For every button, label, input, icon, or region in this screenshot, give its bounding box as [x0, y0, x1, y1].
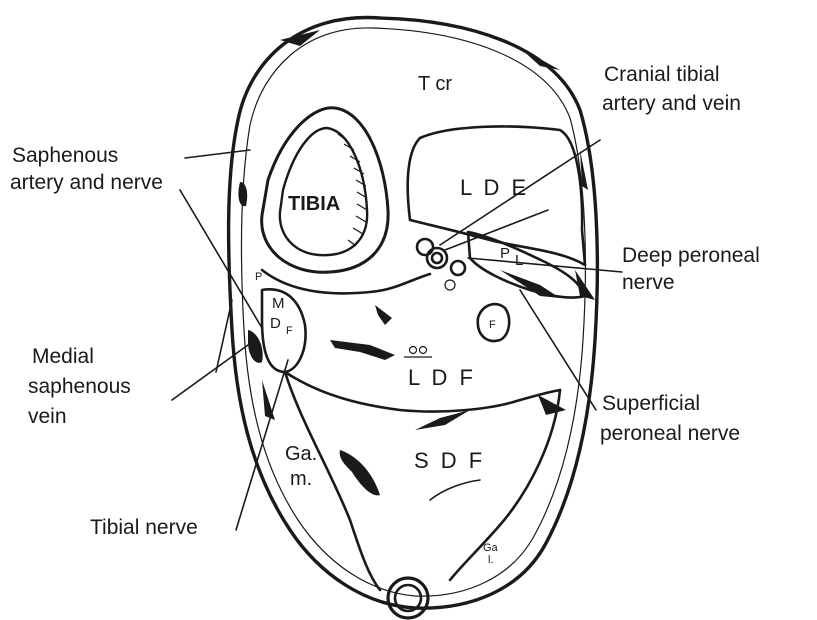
leader-medial-extra: [216, 300, 232, 372]
intermuscular-dark: [330, 340, 395, 360]
label-saphenous-line1: Saphenous: [12, 144, 118, 167]
leader-cranial-tibial-2: [445, 210, 548, 250]
label-superficial-peroneal-line1: Superficial: [602, 392, 700, 415]
label-gam-1: Ga.: [285, 443, 317, 465]
leader-saphenous-2: [180, 190, 262, 328]
cranial-tibial-vessel: [451, 261, 465, 275]
label-ldf: L D F: [408, 365, 476, 390]
label-deep-peroneal-line1: Deep peroneal: [622, 244, 760, 267]
label-mdf-m: M: [272, 295, 285, 312]
intermuscular-dark: [375, 305, 392, 325]
intermuscular-dark: [238, 182, 247, 206]
cranial-tibial-vessel: [432, 253, 442, 263]
label-saphenous-line2: artery and nerve: [10, 171, 163, 194]
cranial-tibial-vessel: [445, 280, 455, 290]
label-medial-saphenous-line3: vein: [28, 405, 67, 428]
tibia-inner: [280, 128, 367, 255]
label-cranial-tibial-line1: Cranial tibial: [604, 63, 720, 86]
label-medial-saphenous-line2: saphenous: [28, 375, 131, 398]
label-gal-1: Ga: [483, 542, 499, 554]
label-p-small: P: [255, 271, 262, 283]
label-lde: L D E: [460, 175, 529, 200]
sdf-inner-curve: [430, 480, 480, 500]
label-tibia: TIBIA: [288, 193, 340, 215]
label-pl-l: L: [515, 252, 523, 269]
label-mdf-d: D: [270, 315, 281, 332]
label-pl-p: P: [500, 245, 510, 262]
ldf-vessel: [410, 347, 417, 354]
label-tibial-nerve: Tibial nerve: [90, 516, 198, 539]
intermuscular-dark: [340, 450, 380, 495]
intermuscular-dark: [500, 270, 560, 298]
cranial-tibial-vessel: [417, 239, 433, 255]
intermuscular-dark: [248, 330, 263, 363]
sdf-gal-boundary: [450, 390, 560, 580]
intermuscular-dark: [415, 410, 470, 430]
fascia-patch: [538, 395, 566, 415]
label-sdf: S D F: [414, 448, 485, 473]
label-gal-2: l.: [488, 554, 494, 566]
label-mdf-f: F: [286, 325, 293, 337]
label-medial-saphenous-line1: Medial: [32, 345, 94, 368]
ldf-vessel: [420, 347, 427, 354]
cranial-tibial-vessel: [427, 248, 447, 268]
tcr-ldf-boundary: [262, 270, 430, 293]
label-cranial-tibial-line2: artery and vein: [602, 92, 741, 115]
leader-tibial-nerve: [236, 360, 288, 530]
label-superficial-peroneal-line2: peroneal nerve: [600, 422, 740, 445]
label-tcr: T cr: [418, 73, 452, 95]
tibia-outer: [262, 108, 388, 272]
pl-boundary: [468, 232, 585, 298]
label-fibula: F: [489, 319, 496, 331]
label-deep-peroneal-line2: nerve: [622, 271, 675, 294]
fascia-patch: [262, 380, 275, 420]
leader-saphenous: [185, 150, 250, 158]
label-gam-2: m.: [290, 468, 312, 490]
